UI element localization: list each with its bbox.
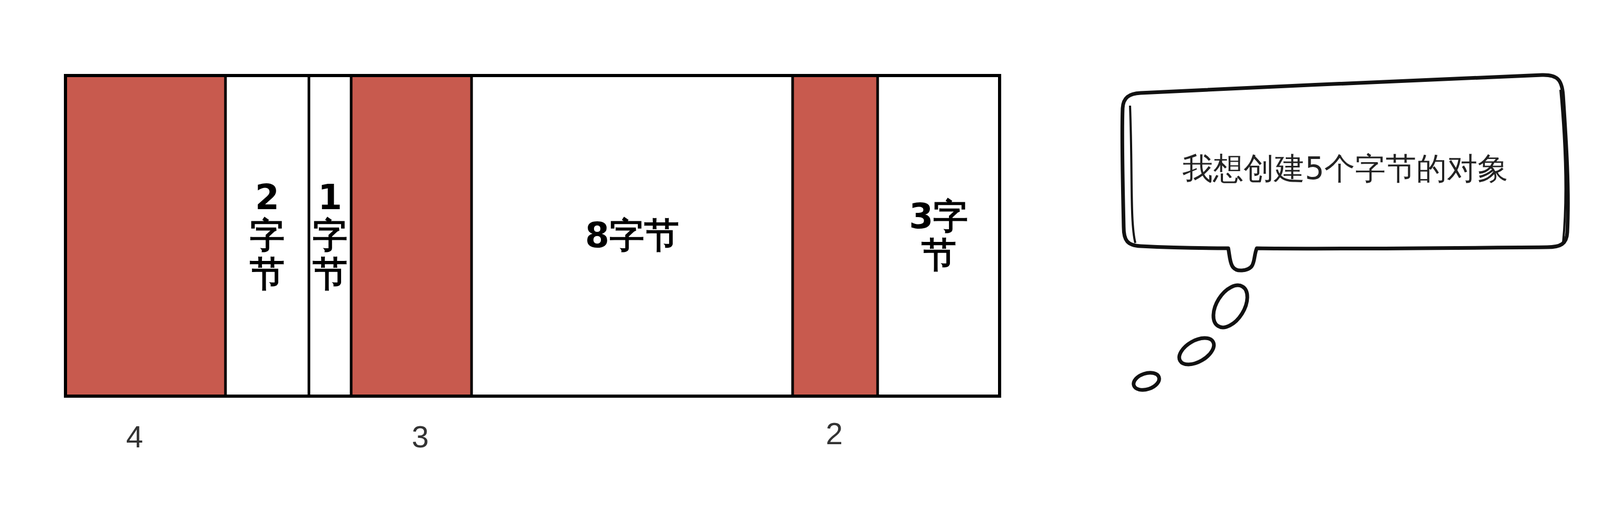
size-number: 2 bbox=[825, 415, 843, 451]
free-block: 2字节 bbox=[225, 75, 309, 397]
thought-bubble-text-area: 我想创建5个字节的对象 bbox=[1130, 95, 1561, 243]
used-block bbox=[65, 75, 226, 397]
block-label: 3字节 bbox=[904, 197, 974, 275]
size-number: 3 bbox=[411, 418, 429, 455]
block-label: 我想创建5个字节的对象 bbox=[1182, 150, 1509, 188]
free-block: 8字节 bbox=[471, 75, 793, 397]
used-block bbox=[351, 75, 472, 397]
used-block bbox=[792, 75, 878, 397]
block-label: 1字节 bbox=[312, 178, 348, 294]
bar-outline bbox=[65, 75, 1000, 397]
size-number: 4 bbox=[126, 418, 144, 455]
memory-bar bbox=[65, 75, 1000, 397]
block-label: 2字节 bbox=[249, 178, 285, 294]
free-block: 1字节 bbox=[308, 75, 352, 397]
free-block: 3字节 bbox=[877, 75, 1000, 397]
thought-bubble bbox=[1122, 74, 1568, 393]
block-label: 8字节 bbox=[585, 216, 680, 256]
